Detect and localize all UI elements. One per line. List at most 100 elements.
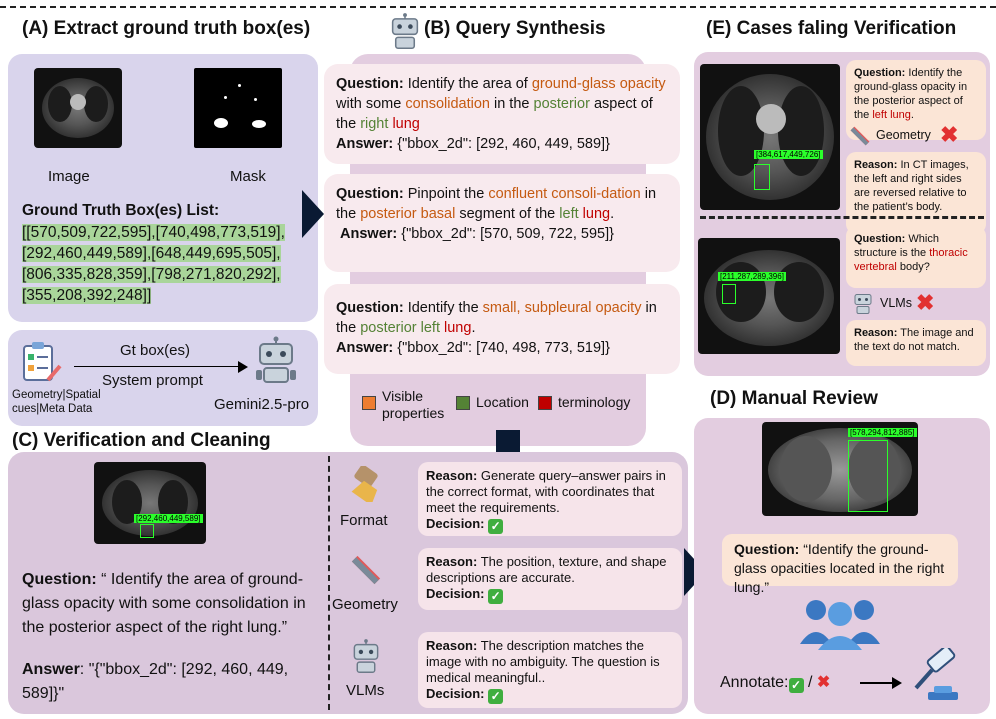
vlms-label: VLMs <box>346 682 385 699</box>
title-e: (E) Cases faling Verification <box>706 18 957 39</box>
q-location: left <box>559 206 579 222</box>
gt-line: [292,460,449,589],[648,449,695,505], <box>22 245 281 262</box>
flow-arrow-head <box>238 361 248 373</box>
reason-label: Reason: <box>854 327 898 339</box>
answer-c: Answer: "{"bbox_2d": [292, 460, 449, 589… <box>22 658 322 706</box>
ruler-pencil-icon <box>848 124 872 153</box>
query-card-1: Question: Identify the area of ground-gl… <box>324 64 680 164</box>
a-label: Answer: <box>336 136 394 152</box>
robot-icon <box>350 638 382 681</box>
inputs-label: Geometry|Spatial cues|Meta Data <box>12 389 101 415</box>
a-label: Answer <box>22 661 80 678</box>
reason-label: Reason: <box>426 638 478 653</box>
legend-swatch-visible <box>362 396 376 410</box>
title-a: (A) Extract ground truth box(es) <box>22 18 311 39</box>
q-text: Identify the <box>407 300 483 316</box>
ruler-pencil-icon <box>348 552 384 593</box>
q-text: . <box>471 320 476 336</box>
reason-label: Reason: <box>854 159 898 171</box>
legend-terminology: terminology <box>558 394 631 410</box>
gt-line: [[570,509,722,595],[740,498,773,519], <box>22 224 285 241</box>
check-icon: ✓ <box>488 519 504 534</box>
q-visible: confluent consoli-dation <box>488 186 641 202</box>
gt-line: [806,335,828,359],[798,271,820,292], <box>22 266 281 283</box>
gt-line: [355,208,392,248]] <box>22 287 152 304</box>
bbox-label: [384,617,449,726] <box>754 150 823 159</box>
q-text: Pinpoint the <box>407 186 489 202</box>
cross-icon: ✖ <box>816 674 831 691</box>
arrow-b-to-c-shaft <box>496 430 520 454</box>
check-icon: ✓ <box>488 589 504 604</box>
panel-a-prompt: Geometry|Spatial cues|Meta Data Gt box(e… <box>8 330 318 426</box>
q-location: posterior left <box>360 320 440 336</box>
cross-icon: ✖ <box>940 122 959 147</box>
brush-icon <box>348 464 384 507</box>
q-text: “Identify the ground-glass opacities loc… <box>734 541 945 595</box>
q-label: Question: <box>336 186 404 202</box>
case2-reason: Reason: The image and the text do not ma… <box>846 320 986 366</box>
q-visible: consolidation <box>405 96 490 112</box>
query-card-2: Question: Pinpoint the confluent consoli… <box>324 174 680 272</box>
q-text: Identify the ground-glass opacity in the… <box>854 67 968 121</box>
bbox <box>754 164 770 190</box>
question-d: Question: “Identify the ground-glass opa… <box>722 534 958 595</box>
system-prompt-label: System prompt <box>102 372 203 389</box>
title-b: (B) Query Synthesis <box>424 18 606 39</box>
q-terminology: left lung <box>872 109 911 121</box>
top-divider <box>0 6 996 8</box>
gt-list: [[570,509,722,595],[740,498,773,519], [2… <box>22 222 285 306</box>
ct-image-e1: [384,617,449,726] <box>700 64 840 210</box>
gavel-icon <box>910 645 964 709</box>
annotate-row: Annotate:✓ / ✖ <box>720 672 830 693</box>
q-terminology: lung <box>444 320 472 336</box>
q-location: posterior <box>533 96 590 112</box>
q-label: Question: <box>854 233 906 245</box>
bbox-label: [211,287,289,396] <box>718 272 786 281</box>
legend-visible: Visible properties <box>382 388 445 421</box>
answer-text: {"bbox_2d": [292, 460, 449, 589]} <box>397 136 610 152</box>
annotate-arrow-head <box>892 677 902 689</box>
reason-text: In CT images, the left and right sides a… <box>854 159 969 213</box>
panel-d: [578,294,812,885] Question: “Identify th… <box>694 418 990 714</box>
panel-c: [292,460,449,589] Question: “ Identify t… <box>8 452 688 714</box>
reason-label: Reason: <box>426 468 478 483</box>
answer-text: {"bbox_2d": [570, 509, 722, 595]} <box>401 226 614 242</box>
reason-text: The description matches the image with n… <box>426 638 660 685</box>
decision-label: Decision: <box>426 516 485 531</box>
ct-image-e2: [211,287,289,396] <box>698 238 840 354</box>
q-visible: ground-glass opacity <box>531 76 666 92</box>
legend-swatch-terminology <box>538 396 552 410</box>
question-c: Question: “ Identify the area of ground-… <box>22 568 322 640</box>
panel-a: Image Mask Ground Truth Box(es) List: [[… <box>8 54 318 322</box>
q-terminology: lung <box>582 206 611 222</box>
answer-text: {"bbox_2d": [740, 498, 773, 519]} <box>397 340 610 356</box>
cross-icon: ✖ <box>916 290 935 315</box>
reason-text: Generate query–answer pairs in the corre… <box>426 468 666 515</box>
image-label: Image <box>48 168 90 185</box>
q-label: Question: <box>22 571 97 588</box>
case-divider <box>700 216 984 219</box>
q-text: with some <box>336 96 406 112</box>
bbox <box>140 524 154 538</box>
mask-image <box>194 68 282 148</box>
q-text: segment of the <box>455 206 560 222</box>
case2-checker: VLMs <box>880 296 912 310</box>
q-text: in the <box>336 186 657 222</box>
panel-e: [384,617,449,726] Question: Identify the… <box>694 52 990 376</box>
q-location: right <box>360 116 389 132</box>
q-text: Identify the area of <box>407 76 532 92</box>
robot-icon <box>388 12 422 57</box>
a-label: Answer: <box>336 340 394 356</box>
gt-heading: Ground Truth Box(es) List: <box>22 202 220 219</box>
flow-arrow-line <box>74 366 240 367</box>
ct-image-d: [578,294,812,885] <box>762 422 918 516</box>
title-d: (D) Manual Review <box>710 388 878 409</box>
query-card-3: Question: Identify the small, subpleural… <box>324 284 680 374</box>
geometry-label: Geometry <box>332 596 398 613</box>
reason-text: The image and the text do not match. <box>854 327 974 353</box>
legend-swatch-location <box>456 396 470 410</box>
q-text: aspect of the <box>336 96 653 132</box>
title-c: (C) Verification and Cleaning <box>12 430 271 451</box>
slash: / <box>807 674 813 691</box>
arrow-a-to-b <box>302 190 324 238</box>
